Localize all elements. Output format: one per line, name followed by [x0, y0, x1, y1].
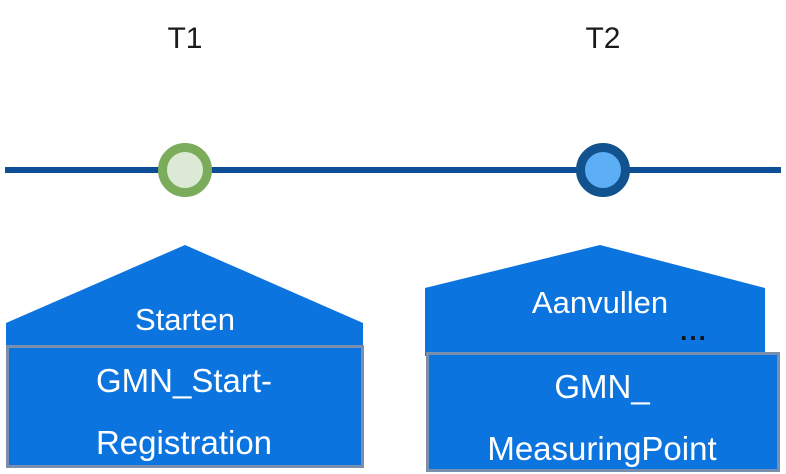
step-start-entity-box[interactable] — [6, 345, 364, 468]
step-start-group[interactable]: Starten GMN_Start- Registration — [6, 245, 364, 468]
step-start-action-label: Starten — [135, 302, 235, 337]
timeline-label-t2: T2 — [585, 22, 620, 55]
t1-marker-circle-icon[interactable] — [158, 143, 212, 197]
t2-marker-circle-icon[interactable] — [576, 143, 630, 197]
step-supplement-pentagon[interactable] — [425, 245, 765, 356]
step-start-pentagon[interactable] — [6, 245, 363, 350]
step-supplement-entity-line-2: MeasuringPoint — [487, 430, 716, 467]
timeline-marker-t2[interactable] — [576, 143, 630, 197]
step-start-entity-line-1: GMN_Start- — [96, 362, 272, 399]
step-supplement-entity-line-1: GMN_ — [554, 368, 650, 405]
timeline-marker-t1[interactable] — [158, 143, 212, 197]
step-supplement-action-label: Aanvullen — [532, 285, 668, 320]
step-start-entity-line-2: Registration — [96, 424, 272, 461]
step-supplement-entity-box[interactable] — [426, 352, 780, 472]
step-supplement-group[interactable]: Aanvullen ... GMN_ MeasuringPoint — [425, 245, 780, 472]
timeline-label-t1: T1 — [167, 22, 202, 55]
step-supplement-ellipsis-icon: ... — [680, 316, 708, 346]
